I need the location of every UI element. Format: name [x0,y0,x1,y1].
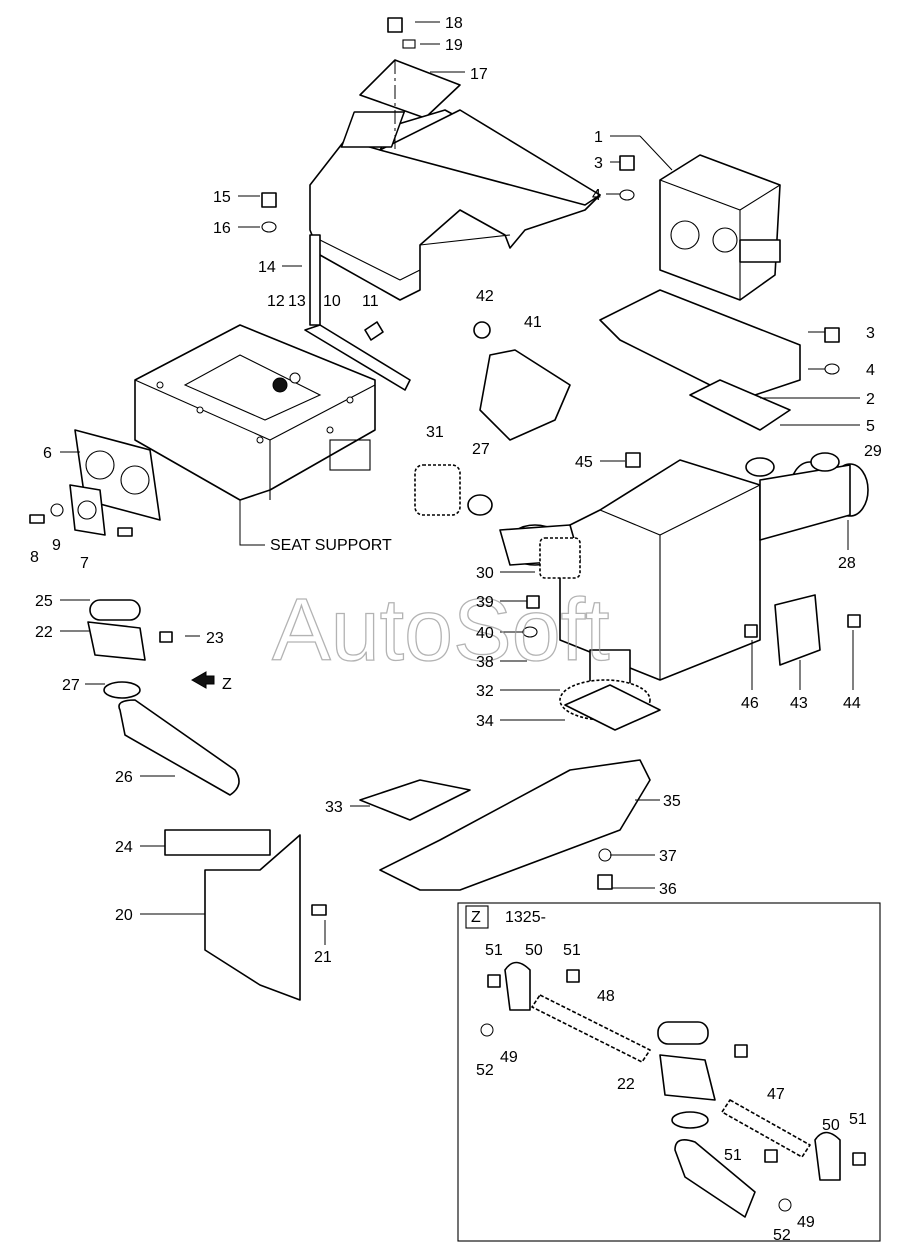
callout-12: 12 [267,293,285,310]
callout-45: 45 [575,454,593,471]
callout-17: 17 [470,66,488,83]
callout-43: 43 [790,695,808,712]
callout-13: 13 [288,293,306,310]
cover-41 [473,321,571,441]
view-arrow-z: Z [222,676,232,693]
callout-28: 28 [838,555,856,572]
callout-42: 42 [476,288,494,305]
inset-serial: 1325- [505,909,546,926]
callout-44: 44 [843,695,861,712]
callout-50b: 50 [822,1117,840,1134]
callout-51b: 51 [563,942,581,959]
callout-41: 41 [524,314,542,331]
callout-48: 48 [597,988,615,1005]
callout-47: 47 [767,1086,785,1103]
callout-4b: 4 [866,362,875,379]
inset-tag-box [465,905,489,929]
inset-view-z [457,902,881,1242]
callout-46: 46 [741,695,759,712]
top-cover-panel [309,59,601,326]
callout-51d: 51 [724,1147,742,1164]
callout-36: 36 [659,881,677,898]
callout-11: 11 [362,293,379,310]
callout-9: 9 [52,537,61,554]
callout-37: 37 [659,848,677,865]
callout-15: 15 [213,189,231,206]
left-duct-assembly [87,599,327,1001]
callout-40: 40 [476,625,494,642]
callout-25: 25 [35,593,53,610]
callout-39: 39 [476,594,494,611]
callout-33: 33 [325,799,343,816]
callout-22a: 22 [35,624,53,641]
callout-5: 5 [866,418,875,435]
cover-plate-17 [359,59,461,119]
inset-tag: Z [471,909,481,926]
callout-32: 32 [476,683,494,700]
callout-23: 23 [206,630,224,647]
callout-26: 26 [115,769,133,786]
callout-34: 34 [476,713,494,730]
callout-19: 19 [445,37,463,54]
gasket-31 [414,464,493,516]
callout-3b: 3 [866,325,875,342]
callout-24: 24 [115,839,133,856]
right-fasteners [522,155,861,638]
callout-30: 30 [476,565,494,582]
callout-22b: 22 [617,1076,635,1093]
callout-27b: 27 [62,677,80,694]
callout-6: 6 [43,445,52,462]
callout-51c: 51 [849,1111,867,1128]
callout-4a: 4 [592,187,601,204]
callout-52a: 52 [476,1062,494,1079]
bracket-10 [272,321,411,393]
callout-7: 7 [80,555,89,572]
callout-49b: 49 [797,1214,815,1231]
seat-support [134,324,376,546]
callout-20: 20 [115,907,133,924]
callout-8: 8 [30,549,39,566]
callout-18: 18 [445,15,463,32]
callout-29: 29 [864,443,882,460]
blower-housing [499,459,869,681]
callout-35: 35 [663,793,681,810]
callout-49a: 49 [500,1049,518,1066]
callout-51a: 51 [485,942,503,959]
callout-52b: 52 [773,1227,791,1244]
callout-50a: 50 [525,942,543,959]
callout-2: 2 [866,391,875,408]
callout-21: 21 [314,949,332,966]
callout-10: 10 [323,293,341,310]
callout-38: 38 [476,654,494,671]
callout-3a: 3 [594,155,603,172]
callout-1: 1 [594,129,603,146]
watermark: AutoSoft [272,580,610,679]
callout-16: 16 [213,220,231,237]
heater-unit-1 [599,154,801,431]
seat-support-label: SEAT SUPPORT [270,537,392,554]
leader-lines [60,21,860,945]
top-fasteners [261,17,416,233]
callout-labels: 18 19 17 1 3 4 15 16 14 12 13 10 11 42 4… [30,15,882,1244]
duct-flange-6 [29,429,161,537]
callout-31: 31 [426,424,444,441]
callout-27a: 27 [472,441,490,458]
lower-duct-35 [359,649,661,891]
callout-14: 14 [258,259,276,276]
